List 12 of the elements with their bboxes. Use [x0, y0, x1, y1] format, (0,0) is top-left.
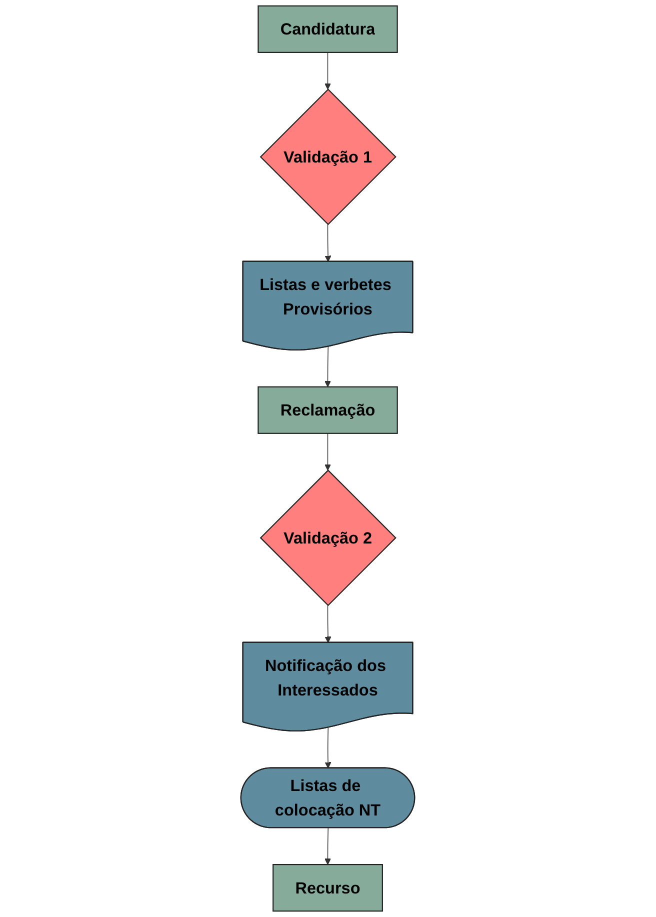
- arrow: [324, 346, 332, 388]
- arrow: [325, 604, 332, 643]
- node-diamond: Validação 1: [260, 88, 397, 226]
- node-box: Candidatura: [258, 5, 398, 53]
- arrow: [324, 828, 332, 865]
- node-diamond: Validação 2: [260, 470, 397, 606]
- arrow: [325, 224, 332, 262]
- node-box: Recurso: [272, 864, 384, 912]
- arrow: [325, 727, 332, 768]
- arrow: [324, 433, 332, 471]
- arrow: [324, 52, 332, 90]
- node-box: Reclamação: [258, 386, 398, 434]
